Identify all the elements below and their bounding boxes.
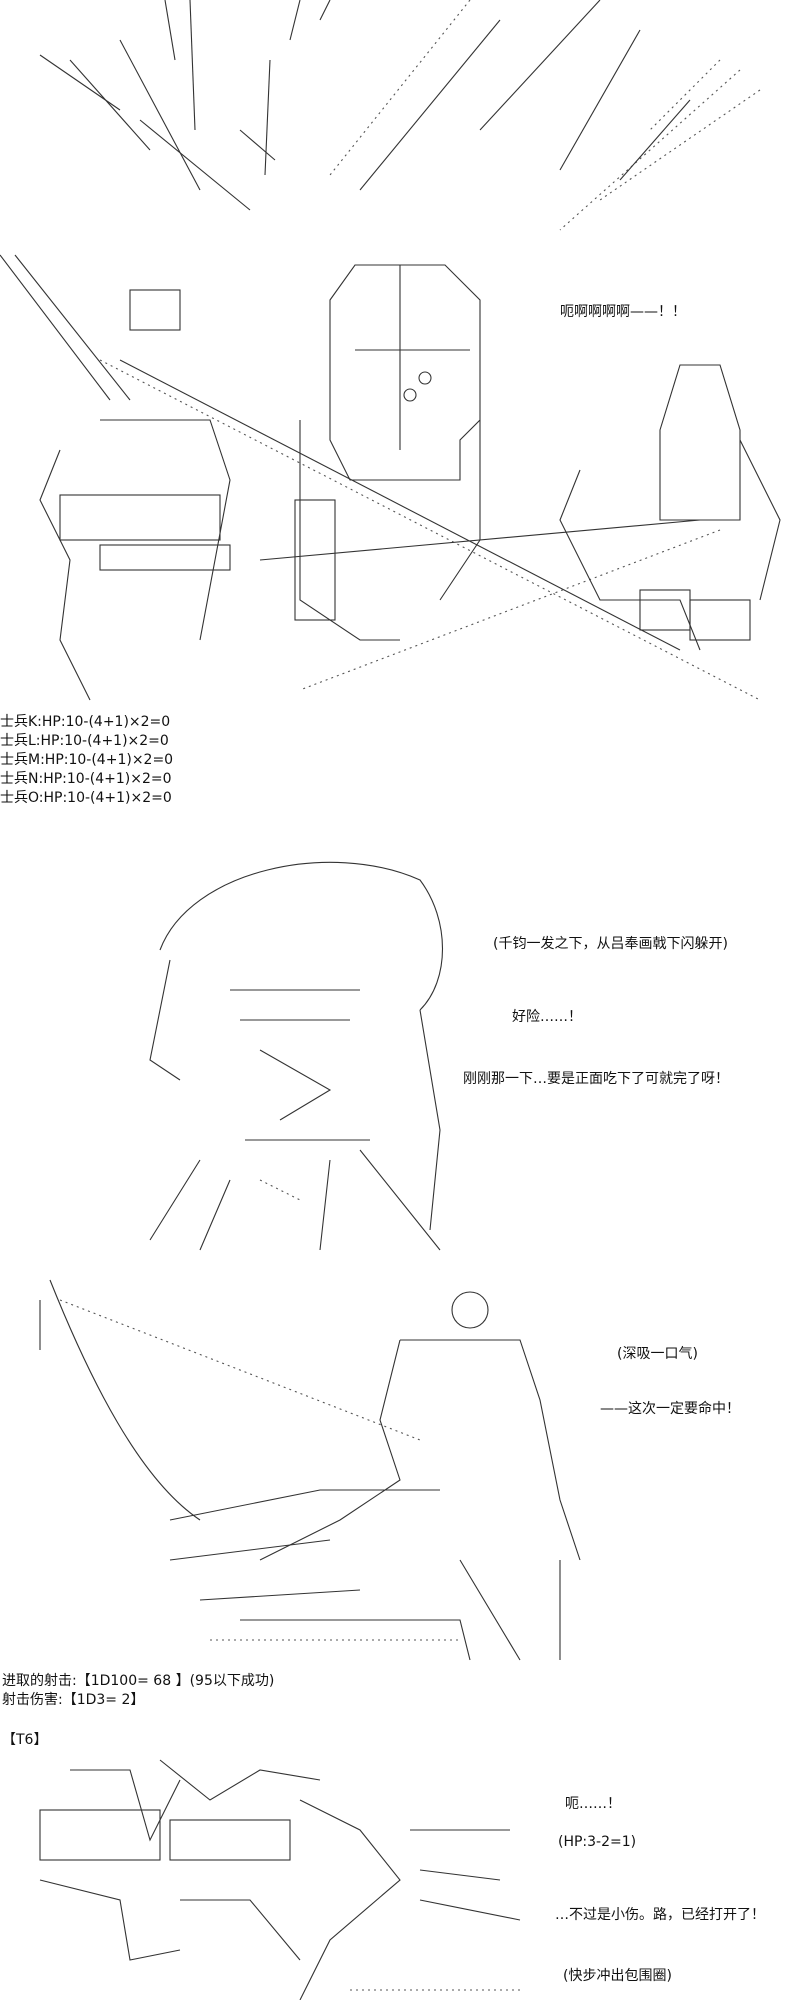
- soldier-stat-l: 士兵L:HP:10-(4+1)×2=0: [0, 733, 169, 749]
- hp-calc: (HP:3-2=1): [558, 1834, 637, 1850]
- dialogue-path-open: …不过是小伤。路，已经打开了！: [555, 1907, 765, 1923]
- dialogue-must-hit: ——这次一定要命中！: [600, 1401, 740, 1417]
- narration-break-out: (快步冲出包围圈): [563, 1968, 672, 1984]
- art-panel-1-rays: [39, 0, 761, 231]
- dialogue-relief: 刚刚那一下…要是正面吃下了可就完了呀！: [463, 1071, 729, 1087]
- roll-shot: 进取的射击:【1D100= 68 】(95以下成功): [2, 1673, 275, 1689]
- narration-breath: (深吸一口气): [617, 1346, 698, 1362]
- soldier-stat-n: 士兵N:HP:10-(4+1)×2=0: [0, 771, 172, 787]
- art-panel-4-archer: [39, 1279, 581, 1661]
- roll-damage: 射击伤害:【1D3= 2】: [2, 1692, 145, 1708]
- narration-dodge: (千钧一发之下，从吕奉画戟下闪躲开): [493, 936, 728, 952]
- soldier-stat-m: 士兵M:HP:10-(4+1)×2=0: [0, 752, 174, 768]
- art-panel-2-soldiers: [0, 254, 781, 701]
- turn-label: 【T6】: [2, 1732, 48, 1748]
- dialogue-ugh: 呃……！: [565, 1796, 621, 1812]
- art-panel-5-figure: [39, 1759, 521, 2000]
- soldier-stat-o: 士兵O:HP:10-(4+1)×2=0: [0, 790, 172, 806]
- shout-text: 呃啊啊啊啊——！！: [560, 304, 686, 320]
- dialogue-close-call: 好险……！: [512, 1009, 582, 1025]
- soldier-stat-k: 士兵K:HP:10-(4+1)×2=0: [0, 714, 171, 730]
- art-panel-3-figure: [149, 861, 443, 1251]
